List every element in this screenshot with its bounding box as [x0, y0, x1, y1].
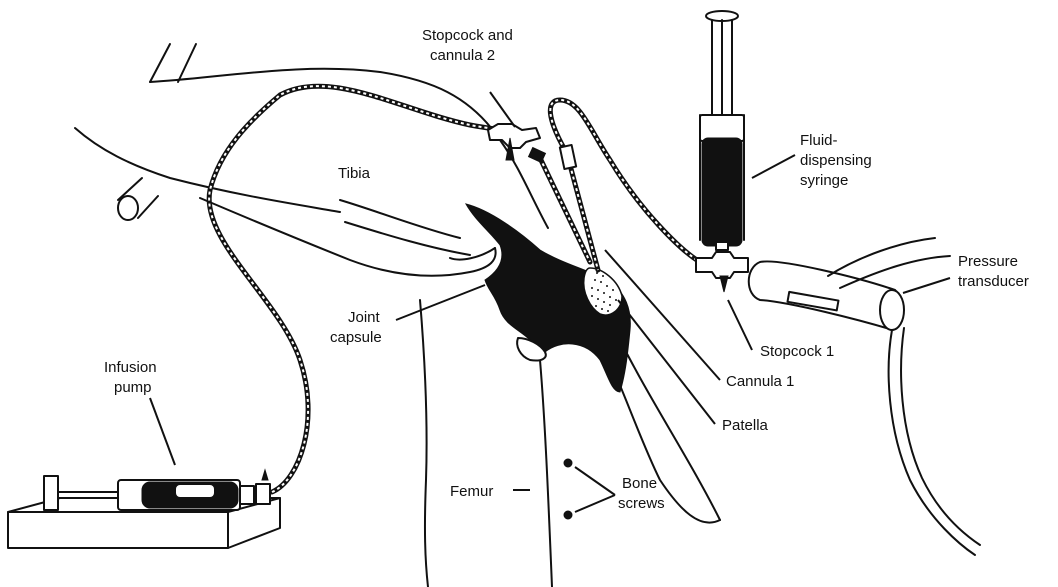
label-stopcock-cannula2-1: Stopcock and	[422, 27, 513, 44]
infusion-pump[interactable]	[8, 470, 280, 548]
label-tibia: Tibia	[338, 165, 371, 182]
label-fluid-syringe-3: syringe	[800, 172, 848, 189]
label-pressure-transducer-2: transducer	[958, 273, 1029, 290]
label-infusion-pump-1: Infusion	[104, 359, 157, 376]
label-joint-capsule-1: Joint	[348, 309, 381, 326]
tibia-outline	[75, 44, 548, 276]
label-infusion-pump-2: pump	[114, 379, 152, 396]
label-bone-screws-2: screws	[618, 495, 665, 512]
label-patella: Patella	[722, 417, 769, 434]
bone-screw-lower	[564, 511, 572, 519]
label-fluid-syringe-2: dispensing	[800, 152, 872, 169]
bone-screw-upper	[564, 459, 572, 467]
label-fluid-syringe-1: Fluid-	[800, 132, 838, 149]
label-joint-capsule-2: capsule	[330, 329, 382, 346]
bone-screws	[564, 459, 572, 519]
stopcock-2[interactable]	[488, 124, 545, 162]
label-stopcock-cannula2-2: cannula 2	[430, 47, 495, 64]
stopcock-1[interactable]	[696, 252, 748, 292]
label-femur: Femur	[450, 483, 493, 500]
label-stopcock-1: Stopcock 1	[760, 343, 834, 360]
tube-stub	[118, 178, 158, 220]
tubing	[209, 86, 700, 492]
pressure-transducer[interactable]	[749, 238, 980, 555]
label-bone-screws-1: Bone	[622, 475, 657, 492]
cannula-2-hub	[560, 145, 576, 169]
fluid-dispensing-syringe[interactable]	[700, 11, 744, 268]
label-pressure-transducer-1: Pressure	[958, 253, 1018, 270]
label-cannula-1: Cannula 1	[726, 373, 794, 390]
